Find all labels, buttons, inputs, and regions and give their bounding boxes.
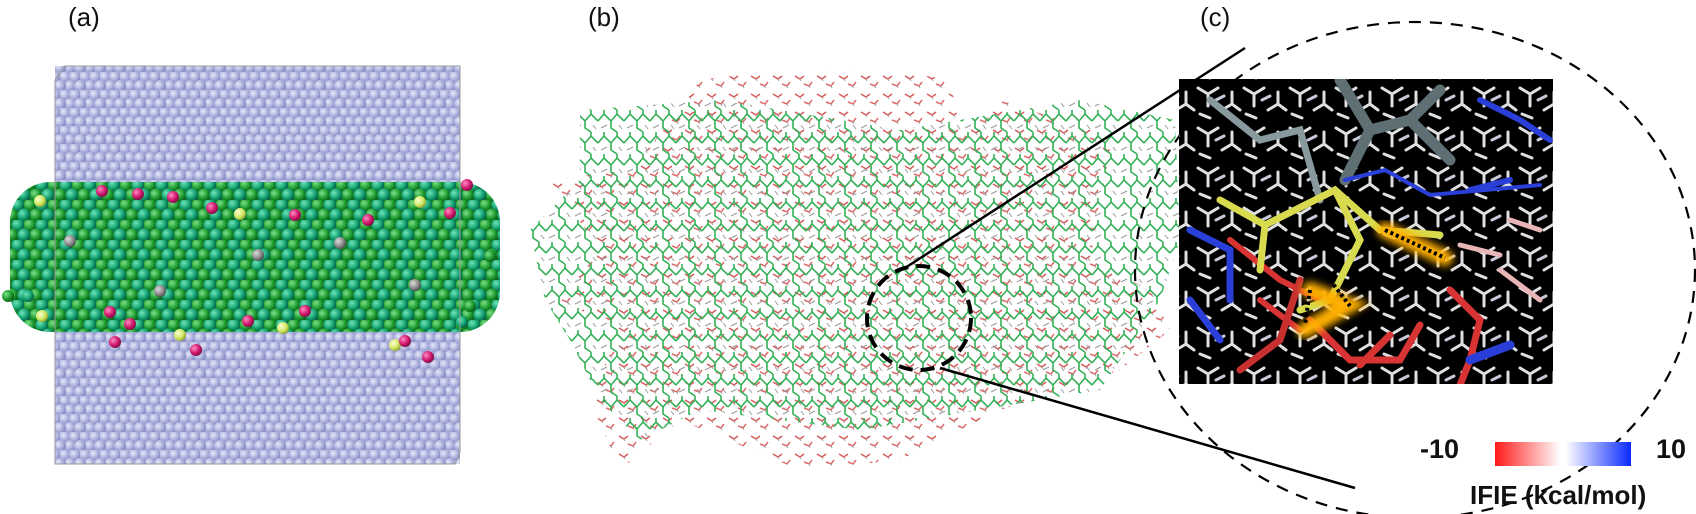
- zoom-dashed-circle: [1133, 20, 1696, 514]
- colorbar-title: IFIE (kcal/mol): [1470, 480, 1647, 510]
- ifie-colorbar: [1495, 442, 1631, 466]
- panel-a-simulation-box: [2, 65, 500, 465]
- panel-b-label: (b): [588, 2, 620, 32]
- colorbar-min-label: -10: [1420, 434, 1460, 464]
- colorbar-max-label: 10: [1656, 434, 1687, 464]
- zoom-region-circle: [865, 264, 973, 372]
- panel-c-ifie-zoom: [1133, 20, 1696, 514]
- panel-c-label: (c): [1200, 2, 1231, 32]
- panel-b-atomistic-bilayer: [530, 70, 1180, 470]
- panel-a-label: (a): [68, 2, 100, 32]
- headgroup-beads: [2, 179, 496, 363]
